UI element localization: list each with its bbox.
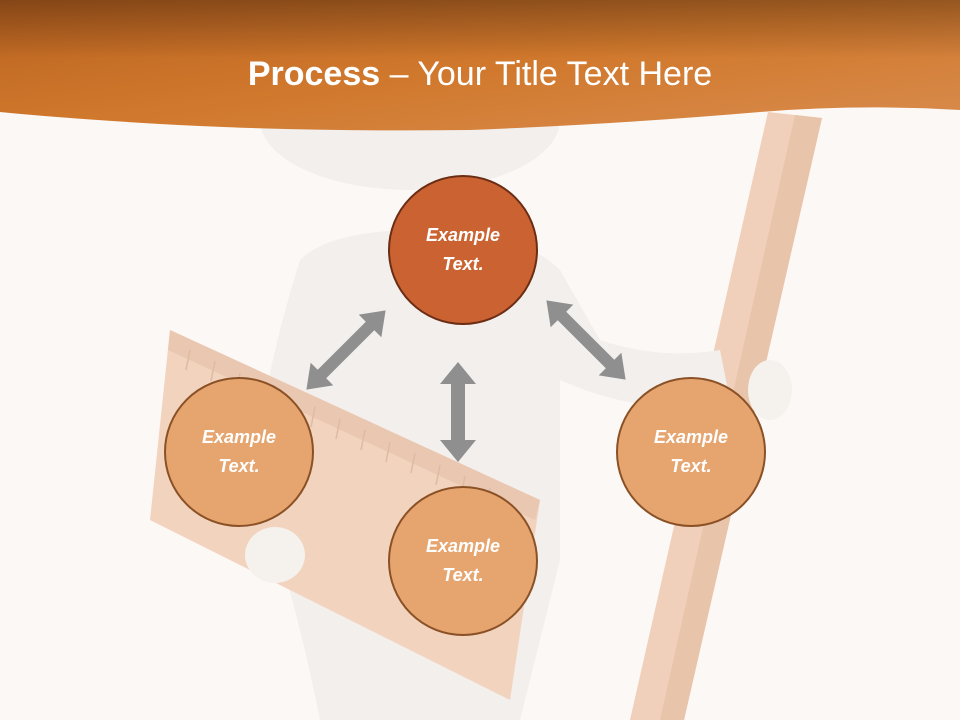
title-banner xyxy=(0,0,960,131)
title-rest: – Your Title Text Here xyxy=(380,55,713,93)
process-node-top[interactable]: Example Text. xyxy=(388,175,538,325)
process-node-bottom[interactable]: Example Text. xyxy=(388,486,538,636)
node-top-label: Example Text. xyxy=(425,225,501,274)
process-node-right[interactable]: Example Text. xyxy=(616,377,766,527)
node-bottom-label: Example Text. xyxy=(425,536,501,585)
process-node-left[interactable]: Example Text. xyxy=(164,377,314,527)
double-arrow-top-right-icon xyxy=(546,300,626,380)
slide-title: Process – Your Title Text Here xyxy=(0,50,960,98)
double-arrow-vertical-icon xyxy=(440,362,476,462)
node-left-label: Example Text. xyxy=(201,427,277,476)
title-bold: Process xyxy=(247,55,381,93)
node-right-label: Example Text. xyxy=(653,427,729,476)
double-arrow-top-left-icon xyxy=(306,310,386,390)
